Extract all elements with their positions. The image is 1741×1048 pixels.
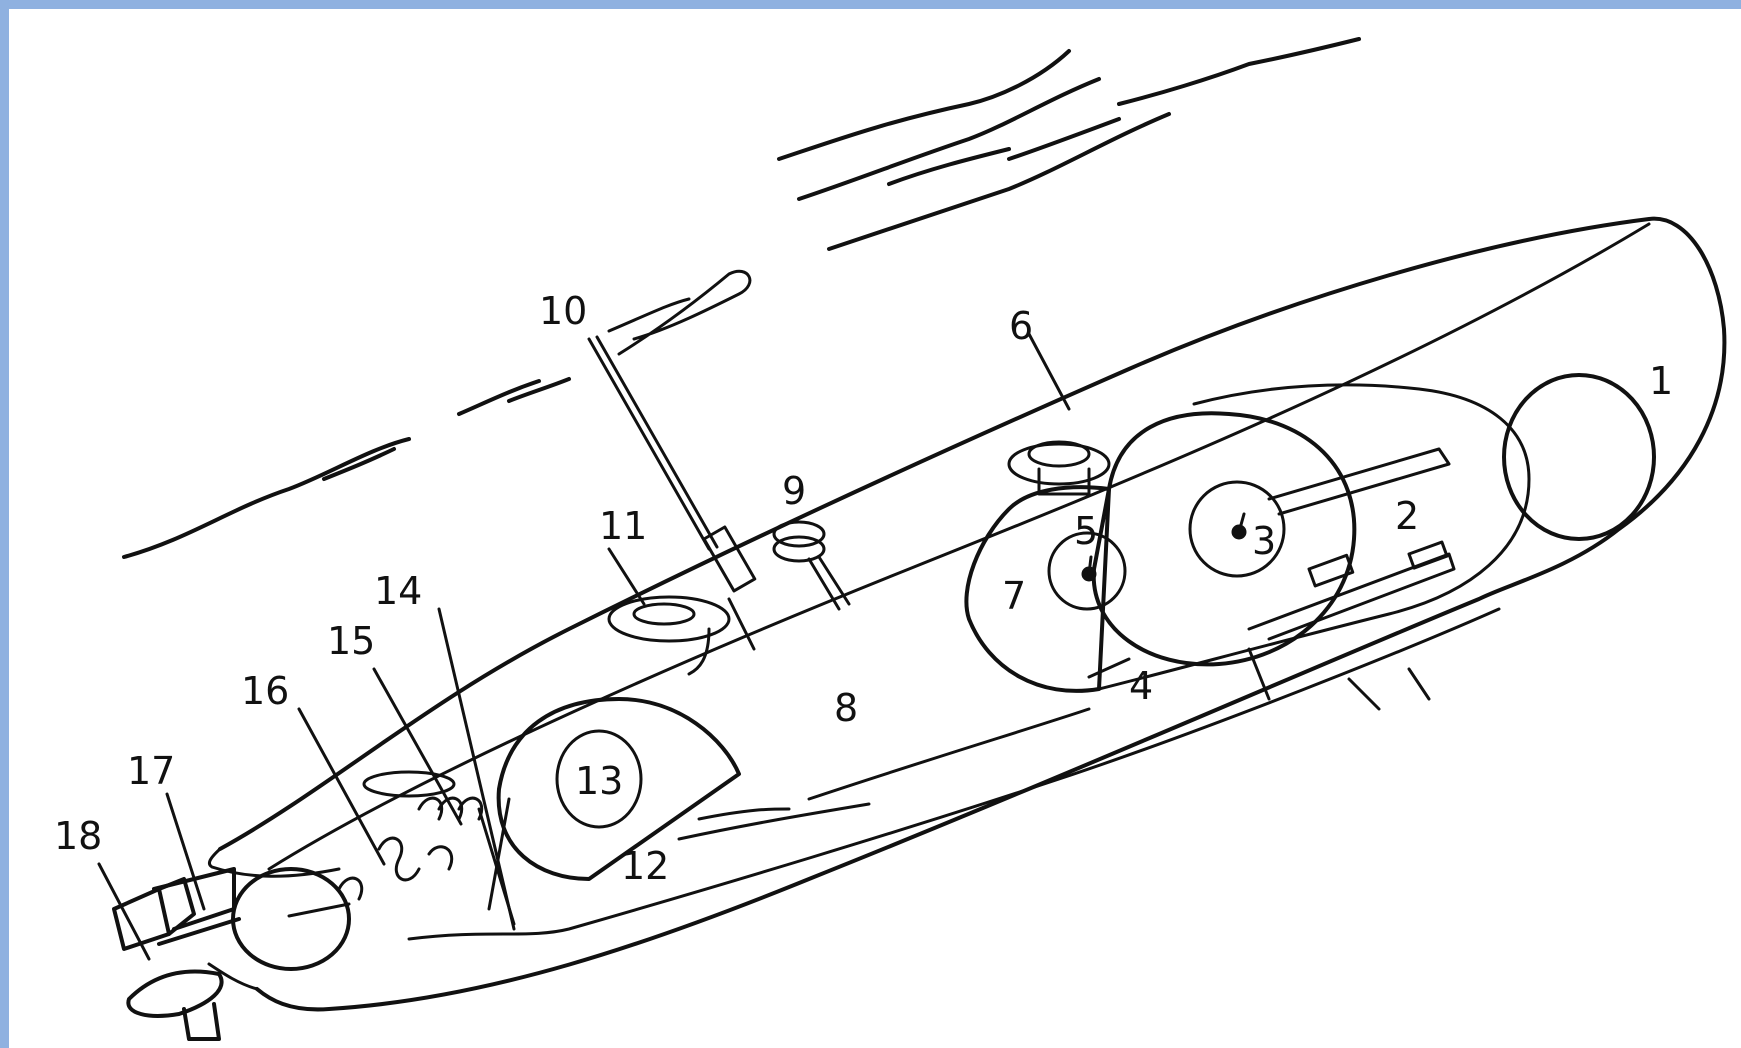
valve-assembly (1007, 440, 1111, 496)
label-18: 18 (54, 814, 102, 858)
label-6: 6 (1009, 304, 1033, 348)
internal-details (1081, 447, 1456, 711)
fixture-9 (772, 520, 851, 611)
leader-arrows (97, 332, 1071, 961)
label-3: 3 (1252, 519, 1276, 563)
label-2: 2 (1395, 494, 1419, 538)
label-12: 12 (621, 844, 669, 888)
diagram-frame: 1 2 3 4 5 6 7 8 9 10 11 12 13 14 15 16 1… (9, 9, 1741, 1048)
label-15: 15 (327, 619, 375, 663)
fixture-11 (607, 595, 731, 676)
torpedo-cutaway-diagram: 1 2 3 4 5 6 7 8 9 10 11 12 13 14 15 16 1… (54, 37, 1727, 1041)
air-flask (1091, 411, 1357, 667)
aft-tank (231, 867, 351, 971)
diagram-labels: 1 2 3 4 5 6 7 8 9 10 11 12 13 14 15 16 1… (54, 289, 1673, 888)
label-10: 10 (539, 289, 587, 333)
label-5: 5 (1074, 509, 1098, 553)
propeller (112, 867, 241, 1041)
label-9: 9 (782, 469, 806, 513)
label-8: 8 (834, 686, 858, 730)
fuel-tank (964, 485, 1127, 693)
label-4: 4 (1129, 664, 1153, 708)
aft-machinery (287, 770, 516, 926)
label-11: 11 (599, 504, 647, 548)
torpedo-hull (207, 216, 1727, 1012)
mast-rod (587, 269, 757, 651)
water-surface-lines (122, 37, 1361, 559)
label-17: 17 (127, 749, 175, 793)
water-tank (496, 697, 741, 881)
forward-tank (1502, 373, 1656, 541)
label-13: 13 (575, 759, 623, 803)
label-14: 14 (374, 569, 422, 613)
label-16: 16 (241, 669, 289, 713)
label-1: 1 (1649, 359, 1673, 403)
label-7: 7 (1002, 574, 1026, 618)
